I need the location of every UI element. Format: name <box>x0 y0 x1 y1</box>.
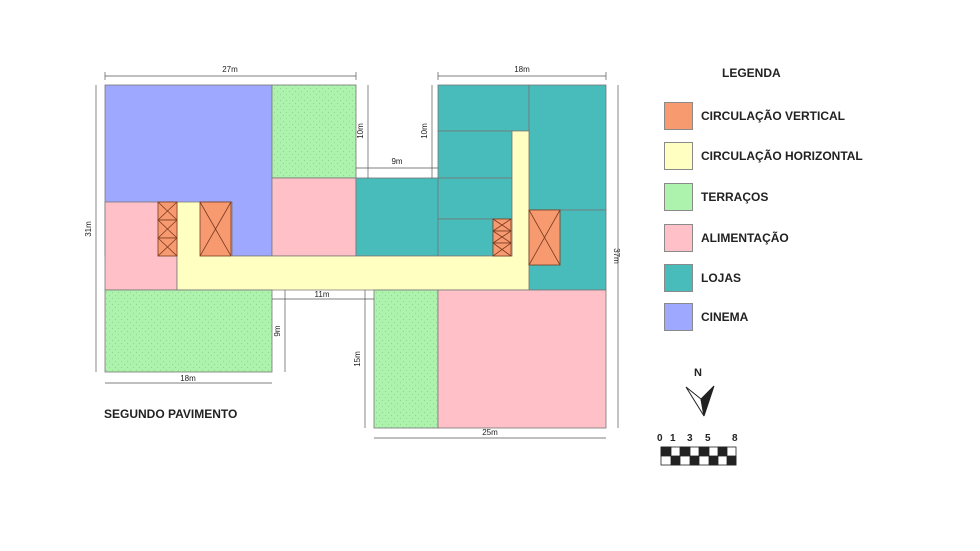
legend-label: ALIMENTAÇÃO <box>701 231 789 245</box>
legend-label: TERRAÇOS <box>701 190 769 204</box>
area-terraco-bottom-left <box>104 289 273 373</box>
scale-bar <box>660 446 737 466</box>
legend-item-cinema: CINEMA <box>664 302 748 332</box>
dim-top-right: 18m <box>514 65 530 74</box>
dim-notch-left: 10m <box>356 123 365 139</box>
area-loja-r3 <box>437 130 513 179</box>
area-terraco-bottom-mid <box>373 289 439 429</box>
area-circulacao-horizontal <box>176 130 530 291</box>
legend-swatch <box>664 264 693 292</box>
circulacao-vertical-left-big <box>199 201 232 257</box>
legend-label: CIRCULAÇÃO VERTICAL <box>701 109 845 123</box>
legend-label: CIRCULAÇÃO HORIZONTAL <box>701 149 863 163</box>
legend-title: LEGENDA <box>722 66 781 80</box>
dim-notch-right: 10m <box>420 123 429 139</box>
legend-swatch <box>664 102 693 130</box>
scale-tick-1: 1 <box>670 433 676 444</box>
compass-icon <box>685 385 715 417</box>
legend-item-terracos: TERRAÇOS <box>664 182 768 212</box>
legend-label: LOJAS <box>701 271 742 285</box>
area-alimentacao-bottom <box>437 289 607 429</box>
dim-bottom-right: 25m <box>482 428 498 437</box>
legend-item-circulacao-vertical: CIRCULAÇÃO VERTICAL <box>664 101 845 131</box>
legend-swatch <box>664 142 693 170</box>
circulacao-vertical-left <box>157 201 178 257</box>
dim-bottom-left: 18m <box>180 374 196 383</box>
dim-mid-height: 9m <box>273 325 282 336</box>
scale-tick-8: 8 <box>732 433 738 444</box>
circulacao-vertical-right-big <box>528 209 561 266</box>
legend-swatch <box>664 183 693 211</box>
area-loja-r2 <box>528 84 607 211</box>
scale-tick-0: 0 <box>657 433 663 444</box>
legend-item-lojas: LOJAS <box>664 263 741 293</box>
scale-tick-3: 3 <box>687 433 693 444</box>
legend-item-circulacao-horizontal: CIRCULAÇÃO HORIZONTAL <box>664 141 863 171</box>
dim-notch-width: 9m <box>391 157 402 166</box>
legend-swatch <box>664 224 693 252</box>
area-terraco-top <box>271 84 357 179</box>
dimension-lines <box>95 72 619 439</box>
legend-label: CINEMA <box>701 310 749 324</box>
dim-wing-height: 15m <box>353 351 362 367</box>
area-loja-r4 <box>437 177 513 220</box>
floor-title: SEGUNDO PAVIMENTO <box>104 407 238 421</box>
circulacao-vertical-right <box>492 218 512 257</box>
compass-north-label: N <box>694 367 702 379</box>
dim-top-left: 27m <box>222 65 238 74</box>
dim-right-height: 37m <box>612 248 621 264</box>
area-loja-r1 <box>437 84 530 132</box>
area-loja-r5 <box>437 218 494 257</box>
legend-item-alimentacao: ALIMENTAÇÃO <box>664 223 789 253</box>
dim-mid-width: 11m <box>315 290 330 299</box>
area-alimentacao-top <box>271 177 357 257</box>
area-loja-middle <box>355 177 439 257</box>
legend-swatch <box>664 303 693 331</box>
dim-left-height: 31m <box>84 221 93 237</box>
scale-tick-5: 5 <box>705 433 711 444</box>
